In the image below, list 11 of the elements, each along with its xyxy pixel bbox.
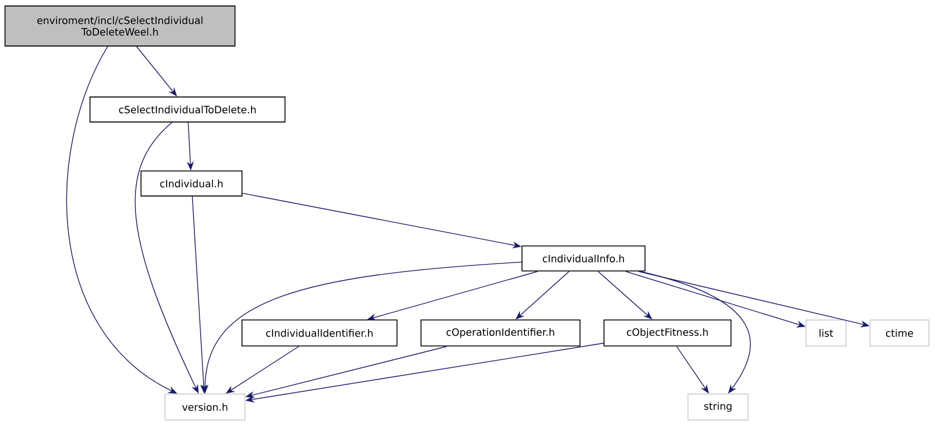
header-box: cIndividual.h (140, 170, 242, 196)
header-box: cOperationIdentifier.h (420, 320, 580, 346)
header-box: cIndividualInfo.h (522, 246, 646, 272)
external-header-box: list (806, 320, 846, 346)
header-box: cIndividualIdentifier.h (242, 320, 398, 346)
file-box: enviroment/incl/cSelectIndividual ToDeleteWeel.h (4, 6, 236, 46)
external-header-box: string (688, 394, 748, 420)
header-box: cObjectFitness.h (604, 320, 732, 346)
external-header-box: ctime (870, 320, 930, 346)
external-header-box: version.h (164, 394, 246, 420)
header-box: cSelectIndividualToDelete.h (90, 96, 286, 122)
